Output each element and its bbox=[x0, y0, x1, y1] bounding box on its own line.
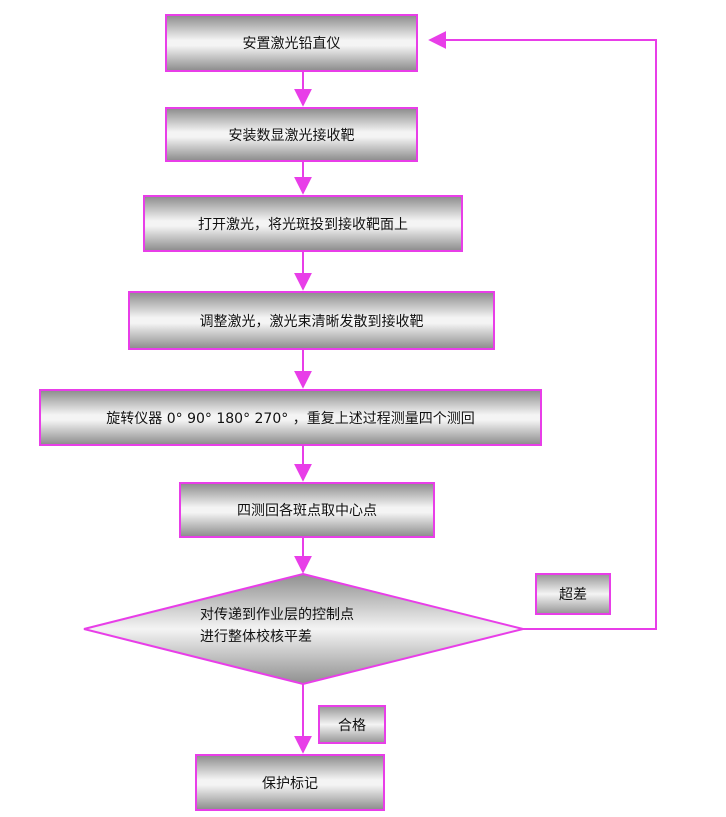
decision-text: 对传递到作业层的控制点 进行整体校核平差 bbox=[200, 604, 460, 648]
step-project-laser-spot: 打开激光，将光斑投到接收靶面上 bbox=[143, 195, 463, 252]
decision-line-1: 对传递到作业层的控制点 bbox=[200, 607, 354, 623]
step-protect-mark: 保护标记 bbox=[195, 754, 385, 811]
step-install-receiver-target: 安装数显激光接收靶 bbox=[165, 107, 418, 162]
step-adjust-laser-beam: 调整激光，激光束清晰发散到接收靶 bbox=[128, 291, 495, 350]
pass-label-tag: 合格 bbox=[318, 705, 386, 744]
step-install-laser-plumb: 安置激光铅直仪 bbox=[165, 14, 418, 72]
decision-line-2: 进行整体校核平差 bbox=[200, 629, 312, 645]
loop-back-arrow bbox=[428, 31, 657, 630]
step-center-points: 四测回各斑点取中心点 bbox=[179, 482, 435, 538]
step-rotate-instrument: 旋转仪器 0° 90° 180° 270° ，重复上述过程测量四个测回 bbox=[39, 389, 542, 446]
decision-diamond bbox=[83, 572, 524, 686]
fail-label-tag: 超差 bbox=[535, 573, 611, 615]
